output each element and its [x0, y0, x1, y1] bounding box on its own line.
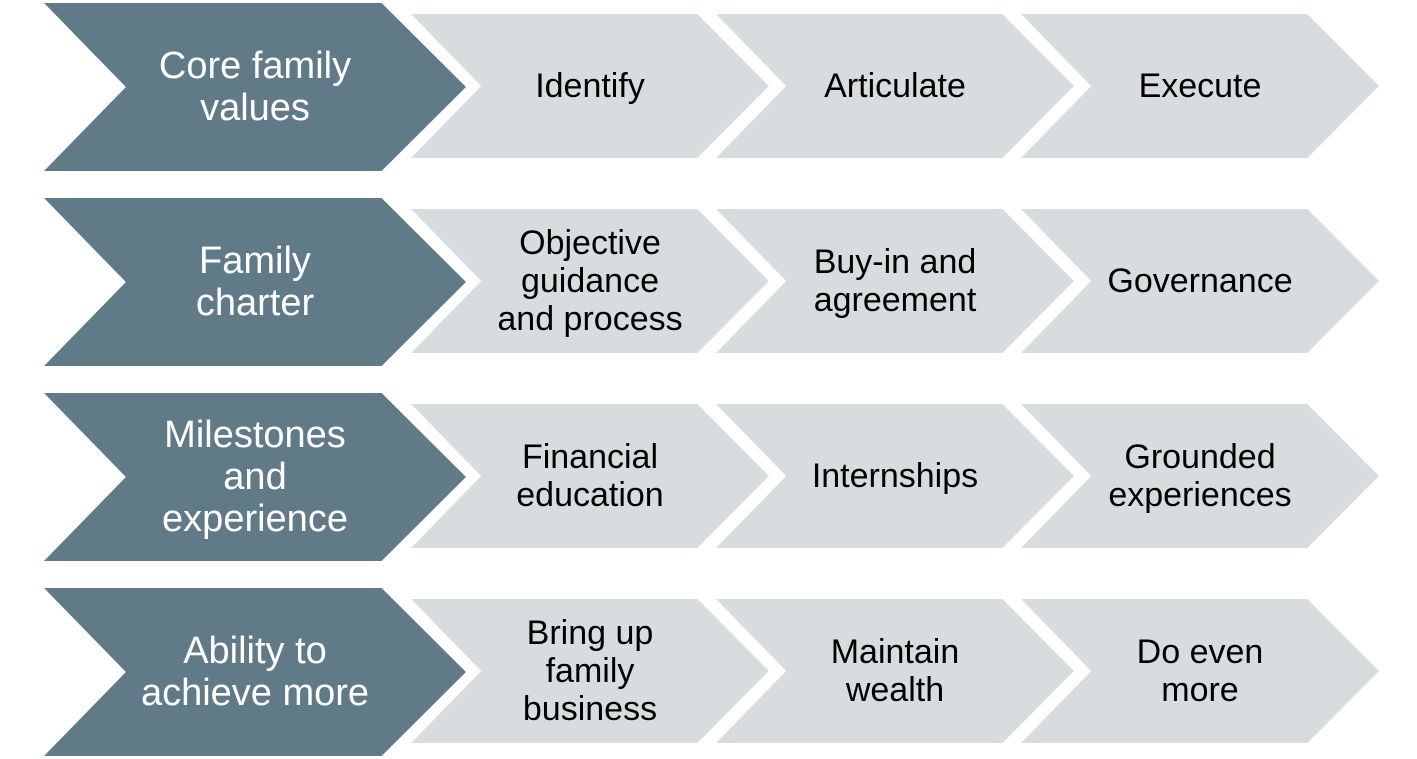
lead-label: Core family values [158, 45, 352, 129]
step-label: Articulate [824, 67, 966, 105]
step-label: Execute [1138, 67, 1262, 105]
step-chevron: Grounded experiences [1021, 404, 1379, 548]
step-label: Bring up family business [522, 614, 658, 728]
step-chevron: Maintain wealth [716, 599, 1074, 743]
step-label: Objective guidance and process [497, 224, 683, 338]
step-label: Identify [535, 67, 645, 105]
step-chevron: Do even more [1021, 599, 1379, 743]
step-label: Governance [1107, 262, 1293, 300]
step-chevron: Buy-in and agreement [716, 209, 1074, 353]
lead-chevron: Milestones and experience [44, 393, 466, 561]
step-label: Do even more [1136, 633, 1264, 709]
lead-chevron: Family charter [44, 198, 466, 366]
step-label: Internships [811, 457, 979, 495]
lead-chevron: Ability to achieve more [44, 588, 466, 756]
lead-label: Family charter [195, 240, 315, 324]
step-chevron: Internships [716, 404, 1074, 548]
step-label: Grounded experiences [1108, 438, 1292, 514]
lead-label: Ability to achieve more [140, 630, 370, 714]
step-label: Buy-in and agreement [813, 243, 977, 319]
lead-label: Milestones and experience [162, 414, 348, 540]
step-chevron: Articulate [716, 14, 1074, 158]
step-label: Financial education [516, 438, 664, 514]
step-label: Maintain wealth [830, 633, 960, 709]
step-chevron: Execute [1021, 14, 1379, 158]
lead-chevron: Core family values [44, 3, 466, 171]
step-chevron: Governance [1021, 209, 1379, 353]
